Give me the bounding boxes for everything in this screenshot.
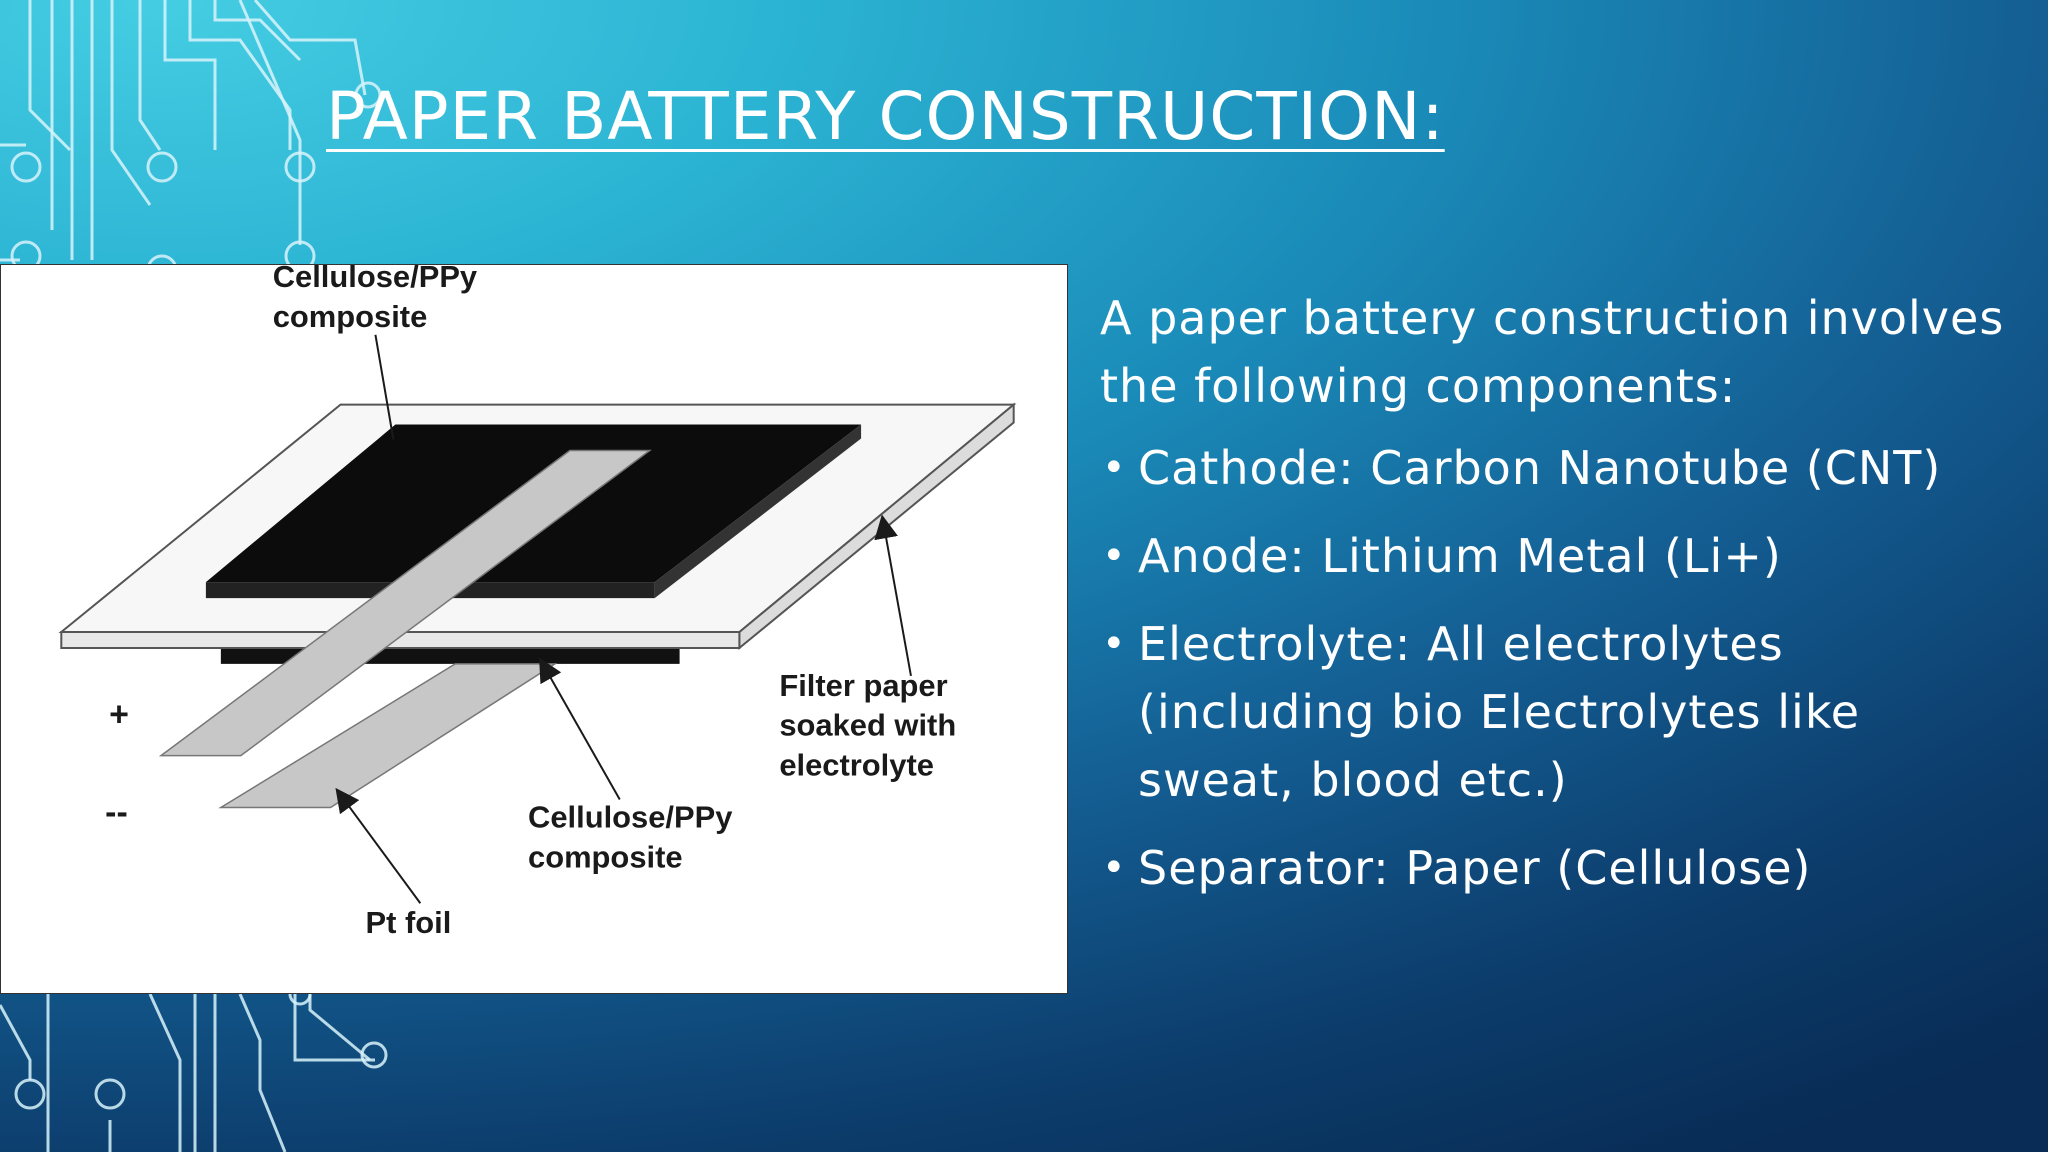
components-list: • Cathode: Carbon Nanotube (CNT) • Anode… bbox=[1100, 434, 2020, 902]
bullet-icon: • bbox=[1102, 533, 1127, 579]
upper-foil-strip bbox=[158, 449, 652, 757]
components-text: A paper battery construction involves th… bbox=[1100, 284, 2020, 922]
intro-text: A paper battery construction involves th… bbox=[1100, 291, 2005, 413]
list-item-text: Anode: Lithium Metal (Li+) bbox=[1138, 529, 1782, 583]
list-item-electrolyte: • Electrolyte: All electrolytes (includi… bbox=[1100, 610, 2020, 814]
list-item-anode: • Anode: Lithium Metal (Li+) bbox=[1100, 522, 2020, 590]
bullet-icon: • bbox=[1102, 445, 1127, 491]
leader-top-composite bbox=[374, 334, 395, 440]
list-item-text: Cathode: Carbon Nanotube (CNT) bbox=[1138, 441, 1942, 495]
label-plus-terminal: + bbox=[109, 696, 129, 734]
label-filter-1: Filter paper bbox=[779, 668, 947, 703]
bullet-icon: • bbox=[1102, 621, 1127, 667]
bullet-icon: • bbox=[1102, 845, 1127, 891]
slide-title: PAPER BATTERY CONSTRUCTION: bbox=[326, 78, 1445, 155]
list-item-text: Separator: Paper (Cellulose) bbox=[1138, 841, 1812, 895]
label-top-composite-1: Cellulose/PPy bbox=[273, 265, 478, 294]
list-item-text: Electrolyte: All electrolytes (including… bbox=[1138, 617, 1861, 807]
label-filter-3: electrolyte bbox=[779, 748, 934, 783]
label-filter-2: soaked with bbox=[779, 708, 956, 743]
label-pt-foil: Pt foil bbox=[365, 905, 451, 940]
leader-filter-paper bbox=[874, 514, 912, 677]
leader-pt-foil bbox=[335, 787, 422, 904]
label-minus-terminal: -- bbox=[105, 793, 128, 831]
label-bottom-composite-2: composite bbox=[528, 839, 683, 874]
list-item-cathode: • Cathode: Carbon Nanotube (CNT) bbox=[1100, 434, 2020, 502]
list-item-separator: • Separator: Paper (Cellulose) bbox=[1100, 834, 2020, 902]
label-bottom-composite-1: Cellulose/PPy bbox=[528, 799, 733, 834]
label-top-composite-2: composite bbox=[273, 299, 428, 334]
leader-bottom-composite bbox=[539, 657, 621, 801]
battery-diagram-drawing: Cellulose/PPy composite Filter paper soa… bbox=[58, 265, 1017, 940]
battery-diagram: Cellulose/PPy composite Filter paper soa… bbox=[0, 264, 1068, 994]
